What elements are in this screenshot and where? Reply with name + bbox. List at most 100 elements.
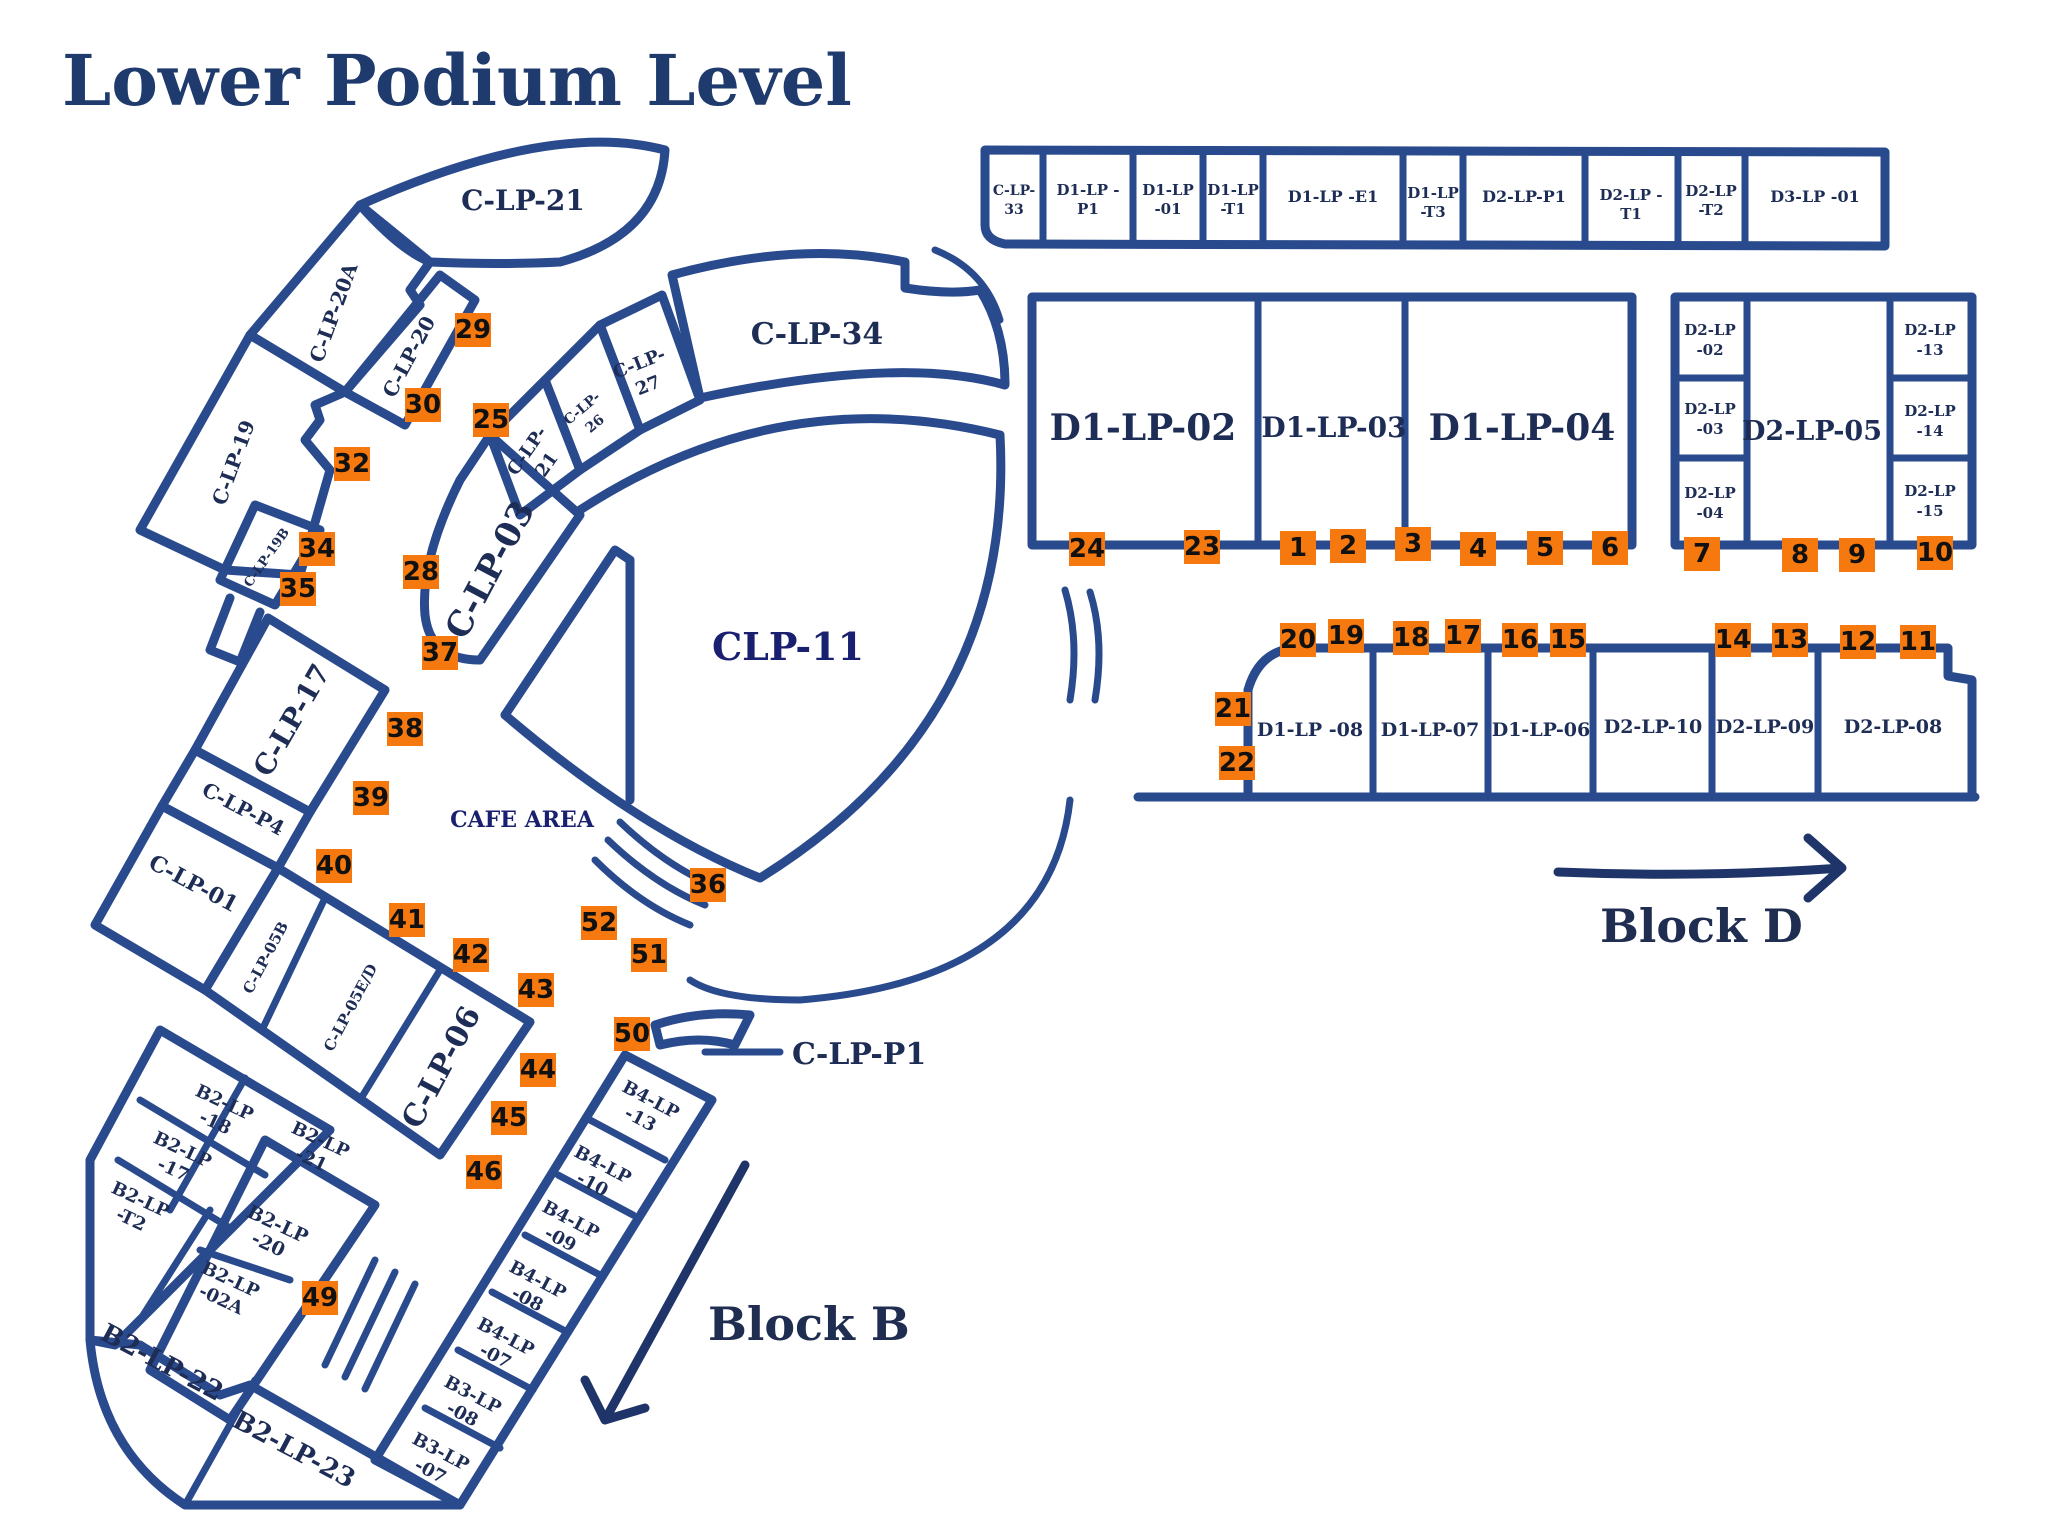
- marker-box: [1280, 531, 1316, 565]
- marker-box: [491, 1101, 527, 1135]
- marker-number: 16: [1502, 625, 1538, 655]
- marker-number: 35: [280, 574, 316, 604]
- booth-marker-11: 11: [1900, 625, 1936, 659]
- marker-box: [1069, 532, 1105, 566]
- block-b-arrow: [580, 1160, 750, 1425]
- room-c-lp-21: C-LP-21: [461, 184, 585, 217]
- booth-marker-24: 24: [1069, 532, 1105, 566]
- marker-box: [1219, 746, 1255, 780]
- booth-marker-14: 14: [1715, 623, 1751, 657]
- marker-number: 13: [1772, 625, 1808, 655]
- room-d1-lp-t3: D1-LP-T3: [1407, 184, 1459, 221]
- marker-number: 3: [1404, 529, 1422, 559]
- room-d2-lp-15: D2-LP-15: [1904, 482, 1956, 520]
- marker-box: [299, 532, 335, 566]
- booth-marker-4: 4: [1460, 532, 1496, 566]
- room-clp-11: CLP-11: [712, 624, 864, 669]
- room-d2-lp-t2: D2-LP-T2: [1685, 182, 1737, 219]
- marker-number: 50: [614, 1019, 650, 1049]
- booth-marker-12: 12: [1840, 625, 1876, 659]
- booth-marker-51: 51: [631, 938, 667, 972]
- marker-number: 5: [1536, 533, 1554, 563]
- marker-number: 40: [316, 851, 352, 881]
- marker-number: 9: [1848, 540, 1866, 570]
- marker-number: 38: [387, 714, 423, 744]
- marker-box: [302, 1281, 338, 1315]
- marker-number: 17: [1445, 621, 1481, 651]
- marker-box: [280, 572, 316, 606]
- marker-number: 46: [466, 1157, 502, 1187]
- room-d1-lp-e1: D1-LP -E1: [1288, 187, 1378, 206]
- room-c-lp-20a: C-LP-20A: [304, 259, 362, 365]
- room-d2-lp-t1: D2-LP -T1: [1600, 186, 1663, 223]
- room-b3-lp-08: B3-LP-08: [430, 1371, 505, 1438]
- room-d2-lp-08: D2-LP-08: [1844, 716, 1943, 738]
- page-title: Lower Podium Level: [62, 39, 852, 122]
- room-c-lp-17: C-LP-17: [247, 658, 337, 782]
- booth-marker-6: 6: [1592, 531, 1628, 565]
- marker-number: 41: [389, 905, 425, 935]
- marker-box: [422, 636, 458, 670]
- marker-number: 24: [1069, 534, 1105, 564]
- booth-marker-32: 32: [334, 447, 370, 481]
- marker-number: 52: [581, 908, 617, 938]
- marker-box: [1395, 527, 1431, 561]
- marker-box: [1684, 537, 1720, 571]
- marker-box: [473, 403, 509, 437]
- room-b4-lp-10: B4-LP-10: [560, 1141, 635, 1208]
- booth-marker-18: 18: [1393, 621, 1429, 655]
- marker-number: 28: [403, 557, 439, 587]
- marker-box: [1900, 625, 1936, 659]
- marker-box: [405, 388, 441, 422]
- booth-marker-49: 49: [302, 1281, 338, 1315]
- booth-marker-28: 28: [403, 555, 439, 589]
- room-b2-lp-t2: B2-LP-T2: [99, 1178, 173, 1243]
- booth-marker-39: 39: [353, 781, 389, 815]
- room-c-lp-34: C-LP-34: [751, 317, 884, 352]
- room-d2-lp-09: D2-LP-09: [1716, 716, 1815, 738]
- block-d-top-strip: [980, 145, 1890, 251]
- booth-marker-45: 45: [491, 1101, 527, 1135]
- room-b4-lp-08: B4-LP-08: [495, 1256, 570, 1323]
- block-d-label: Block D: [1600, 899, 1803, 953]
- booth-marker-25: 25: [473, 403, 509, 437]
- marker-number: 22: [1219, 748, 1255, 778]
- booth-marker-9: 9: [1839, 538, 1875, 572]
- room-c-lp-27: C-LP-27: [610, 344, 677, 406]
- marker-box: [334, 447, 370, 481]
- booth-marker-46: 46: [466, 1155, 502, 1189]
- marker-number: 29: [455, 315, 491, 345]
- marker-box: [1460, 532, 1496, 566]
- booth-marker-34: 34: [299, 532, 335, 566]
- marker-number: 8: [1791, 540, 1809, 570]
- booth-marker-13: 13: [1772, 623, 1808, 657]
- marker-number: 45: [491, 1103, 527, 1133]
- marker-number: 42: [453, 940, 489, 970]
- room-d1-lp-03: D1-LP-03: [1261, 411, 1406, 444]
- marker-box: [631, 938, 667, 972]
- marker-number: 7: [1693, 539, 1711, 569]
- room-b4-lp-09: B4-LP-09: [528, 1196, 603, 1263]
- marker-box: [1445, 619, 1481, 653]
- block-b-label: Block B: [708, 1297, 910, 1351]
- marker-box: [1839, 538, 1875, 572]
- marker-box: [581, 906, 617, 940]
- marker-number: 30: [405, 390, 441, 420]
- marker-number: 12: [1840, 627, 1876, 657]
- marker-box: [455, 313, 491, 347]
- booth-marker-7: 7: [1684, 537, 1720, 571]
- marker-box: [403, 555, 439, 589]
- booth-marker-52: 52: [581, 906, 617, 940]
- block-b: [85, 1025, 717, 1510]
- marker-number: 18: [1393, 623, 1429, 653]
- central-building: [419, 246, 1103, 1056]
- marker-number: 23: [1184, 532, 1220, 562]
- booth-marker-3: 3: [1395, 527, 1431, 561]
- marker-box: [1715, 623, 1751, 657]
- marker-box: [1502, 623, 1538, 657]
- booth-marker-20: 20: [1280, 623, 1316, 657]
- marker-box: [1215, 692, 1251, 726]
- room-d1-lp-07: D1-LP-07: [1381, 719, 1480, 741]
- marker-number: 11: [1900, 627, 1936, 657]
- booth-marker-50: 50: [614, 1017, 650, 1051]
